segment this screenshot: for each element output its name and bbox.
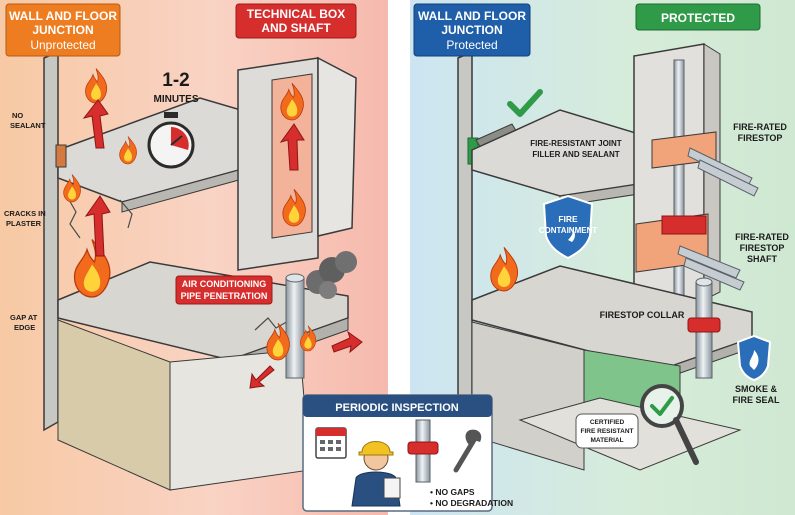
smoke-cloud	[306, 251, 357, 299]
heat-arrows	[82, 99, 363, 389]
containment-label-2: CONTAINMENT	[539, 226, 598, 235]
no-sealant-label-2: SEALANT	[10, 121, 46, 130]
left-header-subtitle: Unprotected	[30, 38, 95, 52]
inspector-icon	[351, 441, 401, 507]
arrow-up-icon	[84, 195, 111, 257]
certified-label-3: MATERIAL	[590, 437, 623, 444]
magnifier-icon	[640, 384, 699, 465]
fire-containment-shield-icon	[542, 194, 594, 260]
left-panel	[0, 0, 388, 515]
timer-icon	[147, 112, 195, 169]
firestop-collar-label: FIRESTOP COLLAR	[600, 310, 685, 320]
ac-pipe-top	[285, 273, 305, 283]
containment-label-1: FIRE	[558, 214, 578, 224]
right-wall	[457, 50, 473, 430]
firestop-shaft-label-2: FIRESTOP	[740, 243, 785, 253]
pipe-upper-2	[697, 159, 759, 197]
arrow-up-icon	[82, 99, 109, 149]
slab-crack	[254, 317, 291, 331]
gap-marker	[55, 144, 67, 168]
right-header-title-1: WALL AND FLOOR	[418, 9, 526, 23]
right-header: WALL AND FLOOR JUNCTION Protected	[413, 3, 531, 57]
cracks-label-2: PLASTER	[6, 219, 42, 228]
firestop-shaft-label-3: SHAFT	[747, 254, 777, 264]
certified-label-1: CERTIFIED	[590, 419, 625, 426]
inspection-item-1: • NO GAPS	[430, 487, 475, 497]
wrench-icon	[453, 429, 482, 473]
calendar-icon	[315, 427, 347, 459]
inspection-panel: PERIODIC INSPECTION • NO GAPS	[302, 394, 513, 512]
collar-pipe-top	[695, 277, 713, 287]
timer-value: 1-2	[162, 70, 189, 91]
left-header-title-1: WALL AND FLOOR	[9, 9, 117, 23]
shaft-header-title-2: AND SHAFT	[261, 21, 331, 35]
left-header: WALL AND FLOOR JUNCTION Unprotected	[5, 3, 121, 57]
pipe-lower-1	[677, 245, 741, 279]
arrow-down-left-icon	[249, 365, 275, 389]
shaft-header: TECHNICAL BOX AND SHAFT	[235, 3, 357, 39]
crack-lines	[67, 197, 133, 239]
ac-pipe-label-1: AIR CONDITIONING	[182, 279, 267, 289]
smoke-seal-label-1: SMOKE &	[735, 384, 778, 394]
right-header-subtitle: Protected	[446, 38, 497, 52]
firestop-label-1: FIRE-RATED	[733, 122, 787, 132]
gap-label-2: EDGE	[14, 323, 35, 332]
joint-label-1: FIRE-RESISTANT JOINT	[530, 139, 622, 148]
protected-badge: PROTECTED	[635, 3, 761, 31]
panel-divider	[388, 0, 410, 515]
smoke-fire-seal-shield-icon	[736, 334, 772, 382]
shaft-header-title-1: TECHNICAL BOX	[247, 7, 345, 21]
smoke-seal-label-2: FIRE SEAL	[732, 395, 780, 405]
ac-pipe-badge: AIR CONDITIONING PIPE PENETRATION	[175, 275, 273, 305]
cracks-label-1: CRACKS IN	[4, 209, 46, 218]
certified-label-2: FIRE RESISTANT	[581, 428, 634, 435]
inspection-title: PERIODIC INSPECTION	[335, 402, 459, 414]
arrow-right-icon	[331, 330, 363, 354]
no-sealant-label-1: NO	[12, 111, 23, 120]
left-header-title-2: JUNCTION	[32, 23, 93, 37]
inspection-pipe-icon	[407, 419, 439, 483]
right-header-title-2: JUNCTION	[441, 23, 502, 37]
left-wall	[43, 50, 59, 432]
protected-label: PROTECTED	[661, 11, 735, 25]
check-icon	[507, 89, 543, 117]
ac-pipe	[285, 277, 305, 379]
firestop-label-2: FIRESTOP	[738, 133, 783, 143]
inspection-item-2: • NO DEGRADATION	[430, 498, 513, 508]
certified-material-tag: CERTIFIED FIRE RESISTANT MATERIAL	[575, 413, 639, 449]
joint-label-2: FILLER AND SEALANT	[532, 150, 619, 159]
pipe-lower-2	[683, 257, 745, 291]
ac-pipe-label-2: PIPE PENETRATION	[181, 291, 268, 301]
firestop-collar	[687, 317, 721, 333]
gap-label-1: GAP AT	[10, 313, 38, 322]
firestop-shaft-label-1: FIRE-RATED	[735, 232, 789, 242]
arrow-up-icon	[279, 123, 305, 171]
timer-unit: MINUTES	[154, 94, 199, 105]
protected-shaft	[633, 43, 705, 313]
shaft-door	[317, 56, 357, 237]
firestop-shaft-band	[661, 215, 707, 235]
